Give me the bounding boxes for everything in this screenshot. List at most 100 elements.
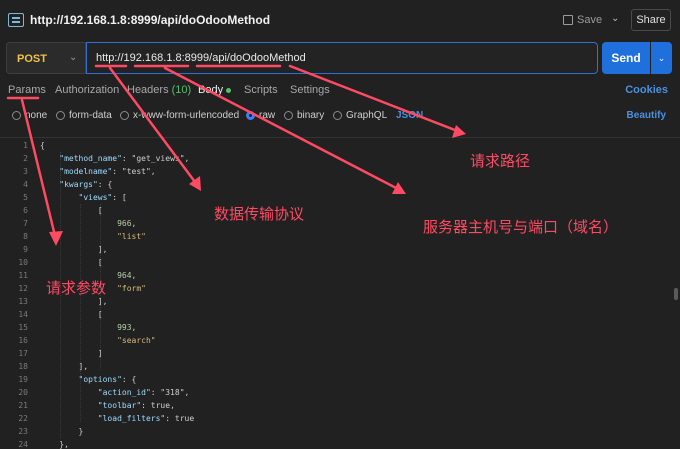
code-line: "list" bbox=[117, 232, 146, 241]
chevron-down-icon: ⌄ bbox=[69, 52, 78, 63]
send-button[interactable]: Send bbox=[602, 42, 650, 74]
body-format-select[interactable]: JSON bbox=[396, 110, 424, 121]
beautify-button[interactable]: Beautify bbox=[626, 110, 666, 121]
line-number: 14 bbox=[18, 310, 28, 319]
code-line: [ bbox=[40, 206, 103, 215]
line-number: 18 bbox=[18, 362, 28, 371]
tab-headers-label: Headers bbox=[127, 84, 169, 96]
chevron-down-icon[interactable]: ⌄ bbox=[611, 13, 620, 24]
line-number: 16 bbox=[18, 336, 28, 345]
line-number: 17 bbox=[18, 349, 28, 358]
url-text: http://192.168.1.8:8999/api/doOdooMethod bbox=[96, 52, 306, 64]
annotation-request-params: 请求参数 bbox=[46, 279, 107, 297]
http-request-icon bbox=[8, 13, 24, 27]
body-type-label: binary bbox=[297, 110, 325, 121]
scrollbar-thumb[interactable] bbox=[674, 288, 678, 300]
body-type-label: GraphQL bbox=[346, 110, 388, 121]
body-type-binary[interactable]: binary bbox=[284, 110, 324, 121]
body-type-label: x-www-form-urlencoded bbox=[133, 110, 240, 121]
code-line: }, bbox=[40, 440, 69, 449]
url-input[interactable]: http://192.168.1.8:8999/api/doOdooMethod bbox=[86, 42, 598, 74]
radio-icon bbox=[12, 111, 21, 120]
request-title: http://192.168.1.8:8999/api/doOdooMethod bbox=[30, 13, 271, 27]
code-line: "views": [ bbox=[78, 193, 127, 202]
radio-icon bbox=[333, 111, 342, 120]
code-line: "modelname": "test", bbox=[59, 167, 156, 176]
method-select[interactable]: POST ⌄ bbox=[6, 42, 86, 74]
title-bar: http://192.168.1.8:8999/api/doOdooMethod… bbox=[0, 0, 680, 40]
code-line: "toolbar": true, bbox=[97, 401, 175, 410]
radio-icon bbox=[56, 111, 65, 120]
annotation-transfer-protocol: 数据传输协议 bbox=[214, 205, 305, 223]
code-line: ], bbox=[40, 362, 89, 371]
code-line: "kwargs": { bbox=[59, 180, 113, 189]
indent-guide bbox=[100, 204, 101, 370]
tab-authorization[interactable]: Authorization bbox=[55, 84, 120, 96]
line-number: 9 bbox=[23, 245, 28, 254]
body-indicator-dot bbox=[226, 87, 232, 93]
line-number: 13 bbox=[18, 297, 28, 306]
code-line: 964, bbox=[117, 271, 137, 280]
headers-count: (10) bbox=[171, 84, 192, 96]
line-number: 5 bbox=[23, 193, 28, 202]
request-tabs: Params Authorization Headers (10) Body S… bbox=[0, 80, 680, 100]
request-bar: POST ⌄ http://192.168.1.8:8999/api/doOdo… bbox=[6, 42, 672, 74]
tab-body[interactable]: Body bbox=[198, 84, 232, 96]
line-number: 11 bbox=[18, 271, 28, 280]
line-number: 8 bbox=[23, 232, 28, 241]
line-number: 6 bbox=[23, 206, 28, 215]
code-line: 993, bbox=[117, 323, 137, 332]
body-type-options: none form-data x-www-form-urlencoded raw… bbox=[0, 106, 680, 126]
body-type-graphql[interactable]: GraphQL bbox=[333, 110, 387, 121]
tab-settings[interactable]: Settings bbox=[290, 84, 330, 96]
code-line: "action_id": "318", bbox=[97, 388, 190, 397]
tab-headers[interactable]: Headers (10) bbox=[127, 84, 191, 96]
code-line: "method_name": "get_views", bbox=[59, 154, 190, 163]
body-type-label: raw bbox=[259, 110, 276, 121]
code-line: "load_filters": true bbox=[97, 414, 195, 423]
save-icon bbox=[563, 15, 573, 25]
code-line: "search" bbox=[117, 336, 156, 345]
cookies-link[interactable]: Cookies bbox=[625, 84, 668, 96]
indent-guide bbox=[80, 204, 81, 422]
tab-scripts[interactable]: Scripts bbox=[244, 84, 278, 96]
line-number: 15 bbox=[18, 323, 28, 332]
line-number: 3 bbox=[23, 167, 28, 176]
line-number: 10 bbox=[18, 258, 28, 267]
code-line: } bbox=[40, 427, 84, 436]
body-type-raw[interactable]: raw bbox=[246, 110, 275, 121]
code-line: [ bbox=[40, 310, 103, 319]
body-type-label: form-data bbox=[69, 110, 112, 121]
line-number: 7 bbox=[23, 219, 28, 228]
line-number: 23 bbox=[18, 427, 28, 436]
code-area[interactable]: { "method_name": "get_views", "modelname… bbox=[40, 138, 660, 449]
line-number: 2 bbox=[23, 154, 28, 163]
indent-guide bbox=[60, 152, 61, 438]
code-line: { bbox=[40, 141, 45, 150]
line-number: 12 bbox=[18, 284, 28, 293]
radio-icon bbox=[120, 111, 129, 120]
code-line: "form" bbox=[117, 284, 146, 293]
send-options-chevron-icon[interactable]: ⌄ bbox=[651, 42, 672, 74]
body-type-label: none bbox=[25, 110, 48, 121]
code-line: ] bbox=[40, 349, 103, 358]
line-number: 1 bbox=[23, 141, 28, 150]
annotation-request-path: 请求路径 bbox=[470, 152, 531, 170]
code-line: "options": { bbox=[78, 375, 137, 384]
line-number: 21 bbox=[18, 401, 28, 410]
line-number: 4 bbox=[23, 180, 28, 189]
line-number: 20 bbox=[18, 388, 28, 397]
annotation-server-host-port: 服务器主机号与端口（域名） bbox=[423, 218, 619, 236]
radio-icon bbox=[284, 111, 293, 120]
method-label: POST bbox=[17, 53, 47, 65]
line-number: 24 bbox=[18, 440, 28, 449]
code-line: [ bbox=[40, 258, 103, 267]
body-type-form-data[interactable]: form-data bbox=[56, 110, 112, 121]
body-type-none[interactable]: none bbox=[12, 110, 47, 121]
radio-selected-icon bbox=[246, 111, 255, 120]
save-button[interactable]: Save bbox=[563, 11, 602, 29]
share-button[interactable]: Share bbox=[631, 9, 671, 31]
body-type-urlencoded[interactable]: x-www-form-urlencoded bbox=[120, 110, 239, 121]
tab-params[interactable]: Params bbox=[8, 84, 46, 96]
